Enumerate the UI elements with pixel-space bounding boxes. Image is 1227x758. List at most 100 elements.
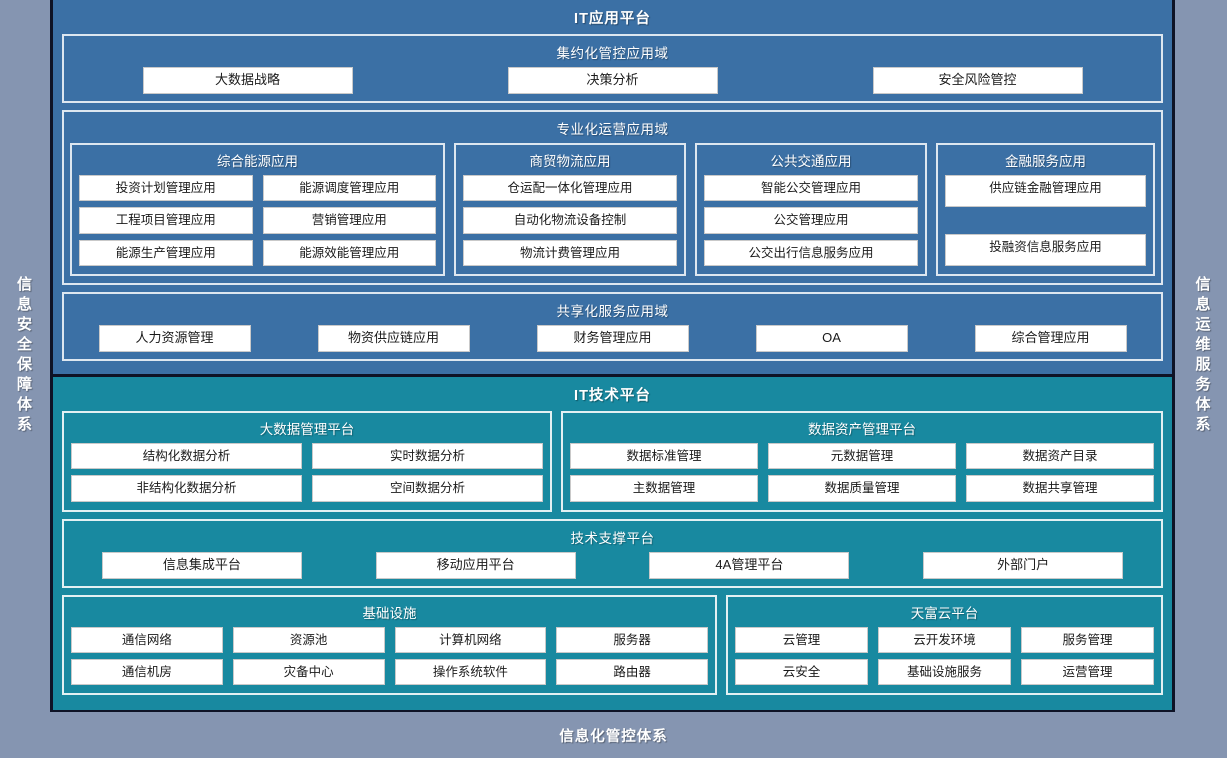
tech-chip-master-data-management[interactable]: 主数据管理 (570, 475, 758, 502)
right-rail-label: 信息运维服务体系 (1193, 276, 1211, 436)
app-chip-bus-travel-info-service[interactable]: 公交出行信息服务应用 (704, 239, 918, 267)
it-technology-platform: IT技术平台 大数据管理平台 结构化数据分析 实时数据分析 非结构化数据分析 空… (53, 374, 1172, 711)
app-chip-finance-management[interactable]: 财务管理应用 (536, 325, 689, 352)
tech-chip-data-sharing-management[interactable]: 数据共享管理 (966, 475, 1154, 502)
tech-group-title: 大数据管理平台 (259, 422, 355, 437)
tech-chip-spatial-data-analysis[interactable]: 空间数据分析 (312, 475, 543, 502)
app-chip-placeholder (945, 213, 1146, 228)
subdomain-title: 商贸物流应用 (529, 153, 611, 169)
domain-item-row: 人力资源管理 物资供应链应用 财务管理应用 OA 综合管理应用 (70, 325, 1155, 352)
subdomain-title: 综合能源应用 (217, 153, 298, 169)
tech-chip-data-asset-catalog[interactable]: 数据资产目录 (966, 443, 1154, 470)
app-chip-energy-efficiency[interactable]: 能源效能管理应用 (262, 239, 436, 267)
tech-chip-disaster-recovery-center[interactable]: 灾备中心 (232, 659, 385, 686)
app-chip-energy-production[interactable]: 能源生产管理应用 (79, 239, 253, 267)
subdomain-title: 金融服务应用 (1005, 153, 1086, 169)
tech-chip-structured-data-analysis[interactable]: 结构化数据分析 (71, 443, 302, 470)
tech-chip-operating-system-software[interactable]: 操作系统软件 (394, 659, 547, 686)
tech-chip-service-management[interactable]: 服务管理 (1021, 626, 1154, 654)
tech-chip-data-standard-management[interactable]: 数据标准管理 (570, 443, 758, 470)
tech-group-tianfu-cloud-platform: 天富云平台 云管理 云开发环境 服务管理 云安全 基础设施服务 运营管理 (726, 594, 1163, 696)
tech-chip-communication-network[interactable]: 通信网络 (71, 626, 223, 654)
tech-chip-cloud-management[interactable]: 云管理 (735, 626, 868, 654)
left-rail-information-security: 信息安全保障体系 (0, 0, 47, 712)
bottom-band-informatization-governance: 信息化管控体系 (0, 712, 1227, 758)
tech-group-title: 基础设施 (362, 605, 417, 621)
bottom-band-label: 信息化管控体系 (559, 728, 668, 745)
app-chip-investment-financing-info[interactable]: 投融资信息服务应用 (945, 234, 1146, 267)
app-chip-human-resources[interactable]: 人力资源管理 (98, 325, 251, 352)
domain-column-group: 综合能源应用 投资计划管理应用 能源调度管理应用 工程项目管理应用 营销管理应用… (70, 142, 1155, 277)
tech-chip-cloud-security[interactable]: 云安全 (735, 659, 868, 686)
app-chip-security-risk-control[interactable]: 安全风险管控 (872, 67, 1083, 94)
app-chip-supply-chain-finance[interactable]: 供应链金融管理应用 (945, 174, 1146, 207)
tech-chip-server[interactable]: 服务器 (556, 626, 708, 654)
tech-group-title: 数据资产管理平台 (808, 422, 916, 437)
app-chip-smart-bus-management[interactable]: 智能公交管理应用 (704, 174, 918, 202)
tech-chip-mobile-app-platform[interactable]: 移动应用平台 (375, 551, 576, 579)
domain-title: 集约化管控应用域 (556, 46, 669, 61)
subdomain-financial-services: 金融服务应用 供应链金融管理应用 投融资信息服务应用 (936, 142, 1155, 277)
tech-group-infrastructure: 基础设施 通信网络 资源池 计算机网络 服务器 通信机房 灾备中心 操作系统软件… (62, 594, 717, 696)
domain-item-row: 大数据战略 决策分析 安全风险管控 (70, 67, 1155, 94)
tech-group-support-platform: 技术支撑平台 信息集成平台 移动应用平台 4A管理平台 外部门户 (62, 518, 1163, 588)
tech-row-data-platforms: 大数据管理平台 结构化数据分析 实时数据分析 非结构化数据分析 空间数据分析 数… (62, 411, 1163, 512)
app-chip-decision-analysis[interactable]: 决策分析 (507, 67, 718, 94)
tech-chip-external-portal[interactable]: 外部门户 (923, 551, 1124, 579)
left-rail-label: 信息安全保障体系 (15, 276, 32, 436)
domain-shared-services: 共享化服务应用域 人力资源管理 物资供应链应用 财务管理应用 OA 综合管理应用 (62, 292, 1163, 361)
tech-chip-computer-network[interactable]: 计算机网络 (394, 626, 547, 654)
tech-chip-operations-management[interactable]: 运营管理 (1021, 659, 1154, 686)
subdomain-trade-logistics: 商贸物流应用 仓运配一体化管理应用 自动化物流设备控制 物流计费管理应用 (454, 142, 686, 277)
subdomain-items: 供应链金融管理应用 投融资信息服务应用 (945, 174, 1146, 267)
tech-group-items: 数据标准管理 元数据管理 数据资产目录 主数据管理 数据质量管理 数据共享管理 (570, 443, 1154, 502)
app-chip-marketing-management[interactable]: 营销管理应用 (262, 207, 436, 234)
domain-title: 专业化运营应用域 (556, 121, 669, 137)
tech-group-data-asset-platform: 数据资产管理平台 数据标准管理 元数据管理 数据资产目录 主数据管理 数据质量管… (561, 411, 1163, 512)
app-chip-engineering-project[interactable]: 工程项目管理应用 (79, 207, 253, 234)
it-application-platform: IT应用平台 集约化管控应用域 大数据战略 决策分析 安全风险管控 专业化运营应… (53, 0, 1172, 375)
app-chip-automated-logistics-control[interactable]: 自动化物流设备控制 (463, 207, 677, 234)
app-chip-integrated-management[interactable]: 综合管理应用 (974, 325, 1127, 352)
app-chip-material-supply-chain[interactable]: 物资供应链应用 (317, 325, 470, 352)
app-chip-energy-dispatch[interactable]: 能源调度管理应用 (262, 174, 436, 202)
tech-chip-unstructured-data-analysis[interactable]: 非结构化数据分析 (71, 475, 302, 502)
tech-group-title: 天富云平台 (910, 605, 979, 621)
app-chip-big-data-strategy[interactable]: 大数据战略 (142, 67, 353, 94)
subdomain-items: 仓运配一体化管理应用 自动化物流设备控制 物流计费管理应用 (463, 174, 677, 267)
app-chip-warehouse-transport-integration[interactable]: 仓运配一体化管理应用 (463, 174, 677, 202)
tech-chip-realtime-data-analysis[interactable]: 实时数据分析 (312, 443, 543, 470)
app-chip-logistics-billing[interactable]: 物流计费管理应用 (463, 239, 677, 267)
tech-chip-info-integration-platform[interactable]: 信息集成平台 (101, 551, 302, 579)
domain-specialized-operations: 专业化运营应用域 综合能源应用 投资计划管理应用 能源调度管理应用 工程项目管理… (62, 109, 1163, 286)
tech-chip-cloud-dev-environment[interactable]: 云开发环境 (878, 626, 1011, 654)
tech-chip-infrastructure-service[interactable]: 基础设施服务 (878, 659, 1011, 686)
tech-platform-title: IT技术平台 (574, 388, 651, 404)
tech-chip-router[interactable]: 路由器 (556, 659, 708, 686)
tech-chip-data-quality-management[interactable]: 数据质量管理 (768, 475, 956, 502)
tech-group-items: 信息集成平台 移动应用平台 4A管理平台 外部门户 (70, 551, 1155, 579)
app-chip-oa[interactable]: OA (755, 325, 908, 352)
subdomain-title: 公共交通应用 (770, 153, 852, 169)
subdomain-integrated-energy: 综合能源应用 投资计划管理应用 能源调度管理应用 工程项目管理应用 营销管理应用… (70, 142, 445, 277)
tech-group-title: 技术支撑平台 (570, 530, 655, 546)
right-rail-it-operations: 信息运维服务体系 (1177, 0, 1227, 712)
tech-chip-resource-pool[interactable]: 资源池 (232, 626, 385, 654)
tech-group-items: 通信网络 资源池 计算机网络 服务器 通信机房 灾备中心 操作系统软件 路由器 (71, 626, 708, 686)
subdomain-items: 智能公交管理应用 公交管理应用 公交出行信息服务应用 (704, 174, 918, 267)
app-chip-investment-plan[interactable]: 投资计划管理应用 (79, 174, 253, 202)
domain-title: 共享化服务应用域 (556, 304, 669, 320)
tech-row-infrastructure: 基础设施 通信网络 资源池 计算机网络 服务器 通信机房 灾备中心 操作系统软件… (62, 594, 1163, 696)
tech-chip-metadata-management[interactable]: 元数据管理 (768, 443, 956, 470)
app-platform-title: IT应用平台 (574, 11, 651, 27)
tech-group-items: 云管理 云开发环境 服务管理 云安全 基础设施服务 运营管理 (735, 626, 1154, 686)
platform-stack: IT应用平台 集约化管控应用域 大数据战略 决策分析 安全风险管控 专业化运营应… (50, 0, 1175, 712)
tech-chip-communication-room[interactable]: 通信机房 (71, 659, 223, 686)
tech-group-big-data-platform: 大数据管理平台 结构化数据分析 实时数据分析 非结构化数据分析 空间数据分析 (62, 411, 552, 512)
app-chip-bus-management[interactable]: 公交管理应用 (704, 207, 918, 234)
subdomain-public-transport: 公共交通应用 智能公交管理应用 公交管理应用 公交出行信息服务应用 (695, 142, 927, 277)
subdomain-items: 投资计划管理应用 能源调度管理应用 工程项目管理应用 营销管理应用 能源生产管理… (79, 174, 436, 267)
tech-chip-4a-management-platform[interactable]: 4A管理平台 (649, 551, 850, 579)
tech-group-items: 结构化数据分析 实时数据分析 非结构化数据分析 空间数据分析 (71, 443, 543, 502)
